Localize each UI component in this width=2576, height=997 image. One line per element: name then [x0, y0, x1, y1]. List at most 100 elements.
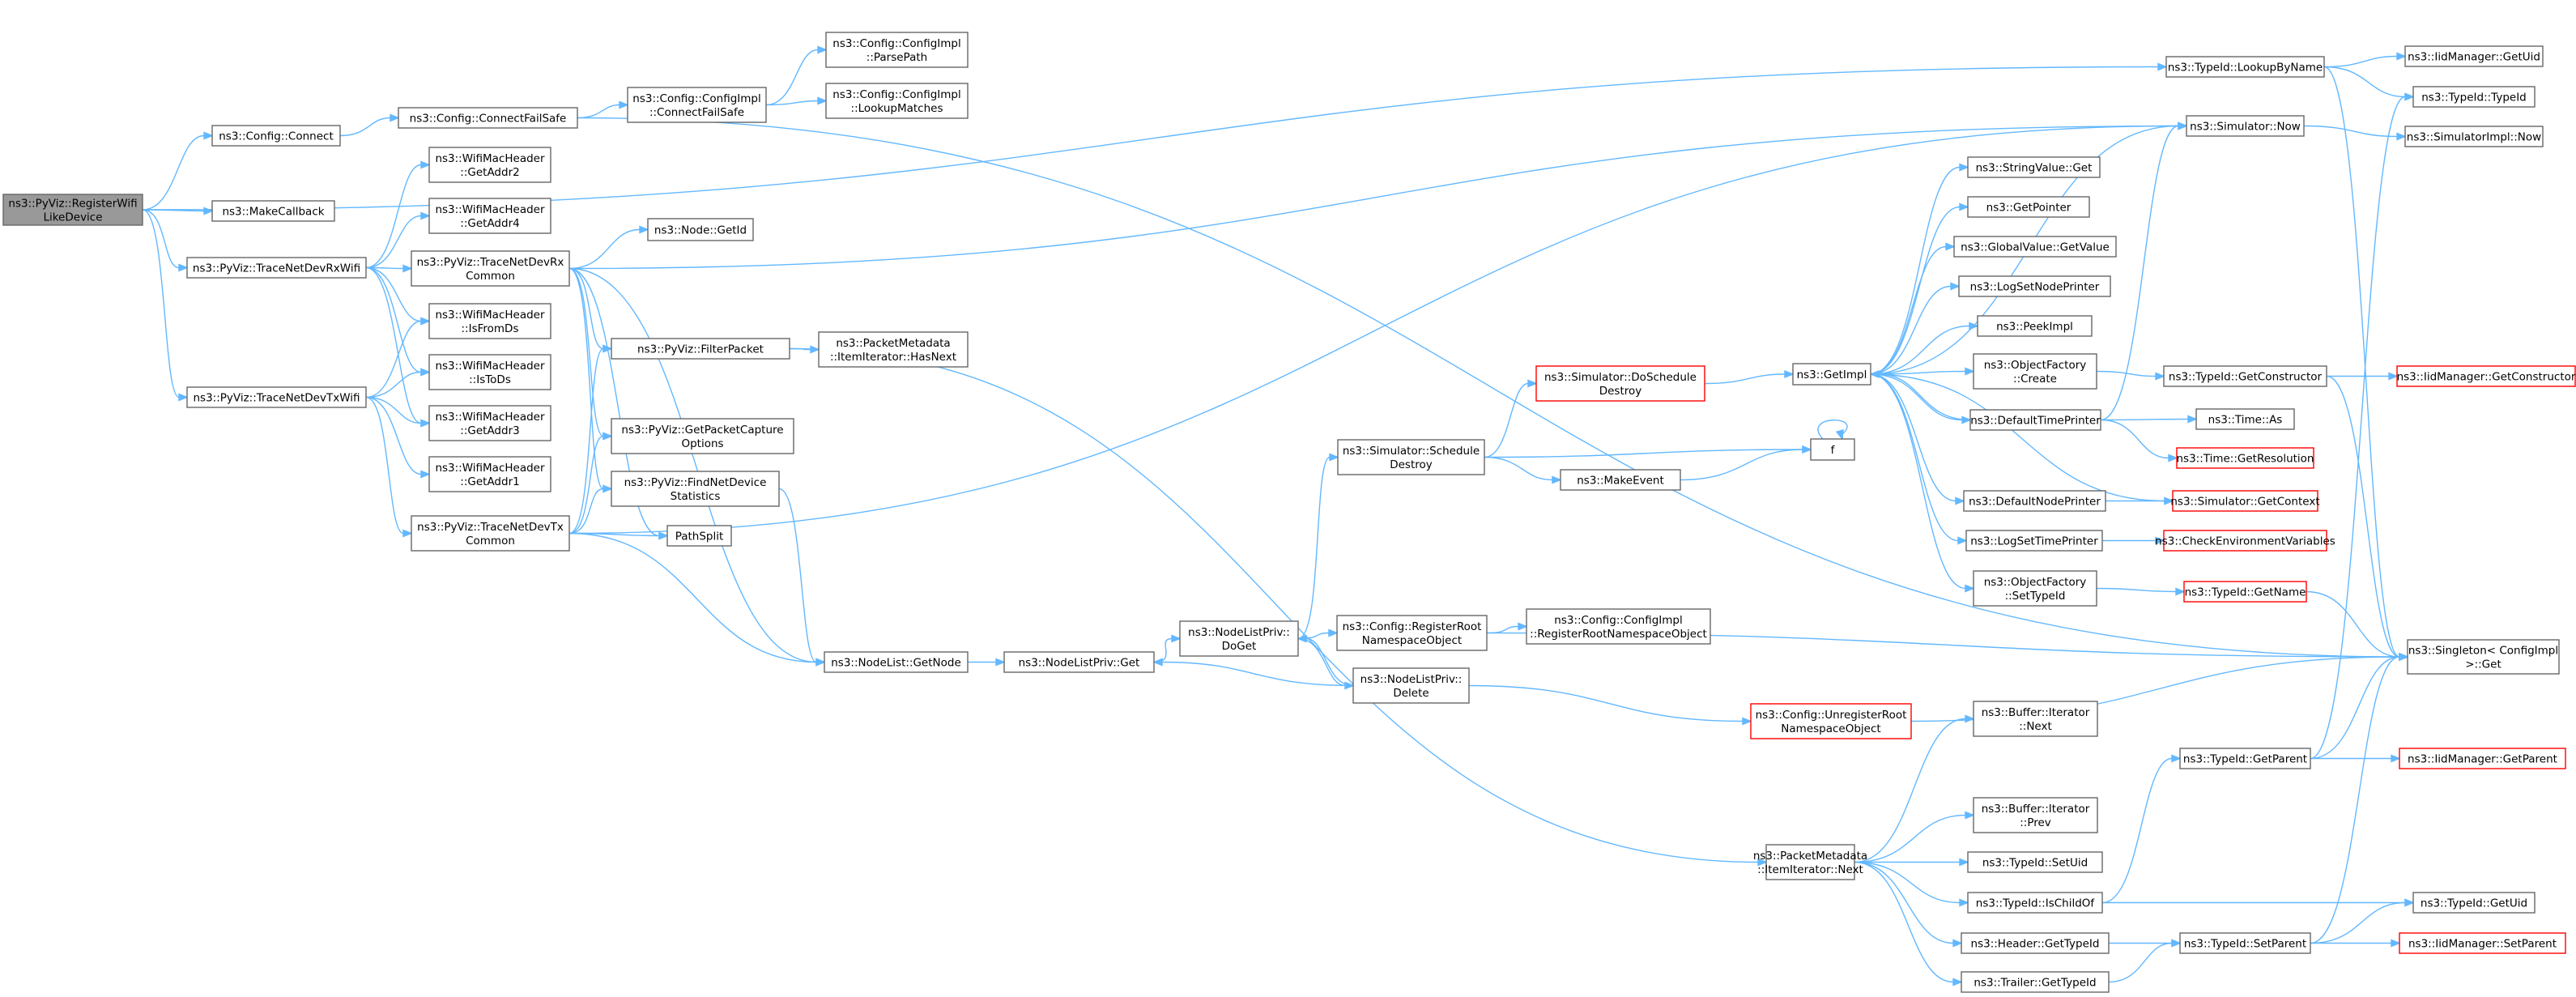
node-box[interactable]	[1965, 530, 2103, 552]
node-nl-get-node[interactable]: ns3::NodeList::GetNode	[824, 651, 969, 673]
node-box[interactable]	[1179, 620, 1299, 657]
node-is-from-ds[interactable]: ns3::WifiMacHeader::IsFromDs	[428, 303, 551, 339]
node-box[interactable]	[1967, 851, 2103, 873]
node-box[interactable]	[2404, 45, 2544, 67]
node-hdr-get-type-id[interactable]: ns3::Header::GetTypeId	[1961, 932, 2110, 954]
node-box[interactable]	[1963, 490, 2106, 512]
node-box[interactable]	[428, 456, 551, 492]
node-nlp-do-get[interactable]: ns3::NodeListPriv::DoGet	[1179, 620, 1299, 657]
node-get-addr4[interactable]: ns3::WifiMacHeader::GetAddr4	[428, 198, 551, 234]
node-pm-next[interactable]: ns3::PacketMetadata::ItemIterator::Next	[1753, 844, 1867, 880]
node-node-get-id[interactable]: ns3::Node::GetId	[647, 218, 754, 241]
node-path-split[interactable]: PathSplit	[666, 525, 732, 547]
node-box[interactable]	[2179, 748, 2311, 769]
node-box[interactable]	[428, 354, 551, 390]
node-box[interactable]	[666, 525, 732, 547]
node-box[interactable]	[1967, 196, 2090, 218]
node-box[interactable]	[2412, 86, 2536, 108]
node-box[interactable]	[1977, 315, 2093, 337]
node-box[interactable]	[2186, 115, 2305, 137]
node-box[interactable]	[1961, 971, 2110, 993]
node-box[interactable]	[1967, 156, 2101, 178]
node-box[interactable]	[1973, 570, 2097, 607]
node-iid-get-ctor[interactable]: ns3::IidManager::GetConstructor	[2396, 365, 2576, 387]
node-iid-get-uid[interactable]: ns3::IidManager::GetUid	[2404, 45, 2544, 67]
node-trl-get-type-id[interactable]: ns3::Trailer::GetTypeId	[1961, 971, 2110, 993]
node-make-callback[interactable]: ns3::MakeCallback	[211, 200, 335, 222]
node-box[interactable]	[1792, 363, 1871, 386]
node-log-set-np[interactable]: ns3::LogSetNodePrinter	[1958, 275, 2111, 297]
node-box[interactable]	[1535, 365, 1705, 402]
node-box[interactable]	[825, 83, 969, 119]
node-box[interactable]	[2183, 581, 2307, 603]
node-box[interactable]	[2176, 447, 2314, 469]
node-box[interactable]	[1973, 701, 2098, 737]
node-get-pointer[interactable]: ns3::GetPointer	[1967, 196, 2090, 218]
node-box[interactable]	[825, 32, 969, 68]
node-box[interactable]	[398, 107, 578, 129]
node-of-set-type-id[interactable]: ns3::ObjectFactory::SetTypeId	[1973, 570, 2097, 607]
node-lookup-by-name[interactable]: ns3::TypeId::LookupByName	[2165, 56, 2325, 78]
node-lookup-matches[interactable]: ns3::Config::ConfigImpl::LookupMatches	[825, 83, 969, 119]
node-tid-set-parent[interactable]: ns3::TypeId::SetParent	[2179, 932, 2311, 954]
node-connect-fs[interactable]: ns3::Config::ConnectFailSafe	[398, 107, 578, 129]
node-box[interactable]	[1810, 438, 1855, 461]
node-box[interactable]	[1969, 409, 2101, 431]
node-box[interactable]	[818, 331, 969, 368]
node-nlp-get[interactable]: ns3::NodeListPriv::Get	[1003, 651, 1155, 673]
node-box[interactable]	[611, 471, 780, 507]
node-box[interactable]	[1973, 353, 2097, 390]
node-box[interactable]	[611, 338, 790, 360]
node-tid-get-parent[interactable]: ns3::TypeId::GetParent	[2179, 748, 2311, 769]
node-box[interactable]	[2399, 748, 2566, 769]
node-impl-reg-root[interactable]: ns3::Config::ConfigImpl::RegisterRootNam…	[1526, 608, 1711, 645]
node-unreg-root[interactable]: ns3::Config::UnregisterRootNamespaceObje…	[1750, 703, 1912, 739]
node-def-np[interactable]: ns3::DefaultNodePrinter	[1963, 490, 2106, 512]
node-box[interactable]	[1958, 275, 2111, 297]
node-tx-wifi[interactable]: ns3::PyViz::TraceNetDevTxWifi	[186, 386, 367, 408]
node-box[interactable]	[2407, 639, 2560, 675]
node-tid-get-uid[interactable]: ns3::TypeId::GetUid	[2412, 892, 2536, 914]
node-box[interactable]	[428, 198, 551, 234]
node-get-impl[interactable]: ns3::GetImpl	[1792, 363, 1871, 386]
node-box[interactable]	[2399, 932, 2566, 954]
node-sim-get-ctx[interactable]: ns3::Simulator::GetContext	[2170, 490, 2320, 512]
node-box[interactable]	[2396, 365, 2576, 387]
node-box[interactable]	[186, 386, 367, 408]
node-box[interactable]	[824, 651, 969, 673]
node-box[interactable]	[1526, 608, 1711, 645]
node-impl-connect-fs[interactable]: ns3::Config::ConfigImpl::ConnectFailSafe	[627, 87, 767, 123]
node-time-get-res[interactable]: ns3::Time::GetResolution	[2176, 447, 2314, 469]
node-box[interactable]	[1352, 667, 1470, 704]
node-box[interactable]	[627, 87, 767, 123]
node-box[interactable]	[2179, 932, 2311, 954]
node-iid-get-parent[interactable]: ns3::IidManager::GetParent	[2399, 748, 2566, 769]
node-box[interactable]	[611, 418, 794, 454]
node-box[interactable]	[211, 200, 335, 222]
node-box[interactable]	[1953, 236, 2117, 258]
node-iid-set-parent[interactable]: ns3::IidManager::SetParent	[2399, 932, 2566, 954]
node-parse-path[interactable]: ns3::Config::ConfigImpl::ParsePath	[825, 32, 969, 68]
node-tid-set-uid[interactable]: ns3::TypeId::SetUid	[1967, 851, 2103, 873]
node-box[interactable]	[2172, 490, 2318, 512]
node-get-addr3[interactable]: ns3::WifiMacHeader::GetAddr3	[428, 405, 551, 441]
node-tid-get-ctor[interactable]: ns3::TypeId::GetConstructor	[2163, 365, 2327, 387]
node-get-addr1[interactable]: ns3::WifiMacHeader::GetAddr1	[428, 456, 551, 492]
node-box[interactable]	[1967, 892, 2103, 914]
node-box[interactable]	[211, 125, 341, 147]
node-time-as[interactable]: ns3::Time::As	[2195, 408, 2295, 430]
node-box[interactable]	[411, 250, 570, 287]
node-has-next[interactable]: ns3::PacketMetadata::ItemIterator::HasNe…	[818, 331, 969, 368]
node-box[interactable]	[411, 515, 570, 552]
node-box[interactable]	[428, 405, 551, 441]
node-box[interactable]	[2195, 408, 2295, 430]
node-str-value-get[interactable]: ns3::StringValue::Get	[1967, 156, 2101, 178]
node-sim-impl-now[interactable]: ns3::SimulatorImpl::Now	[2404, 126, 2544, 147]
node-log-set-tp[interactable]: ns3::LogSetTimePrinter	[1965, 530, 2103, 552]
node-box[interactable]	[1765, 844, 1855, 880]
